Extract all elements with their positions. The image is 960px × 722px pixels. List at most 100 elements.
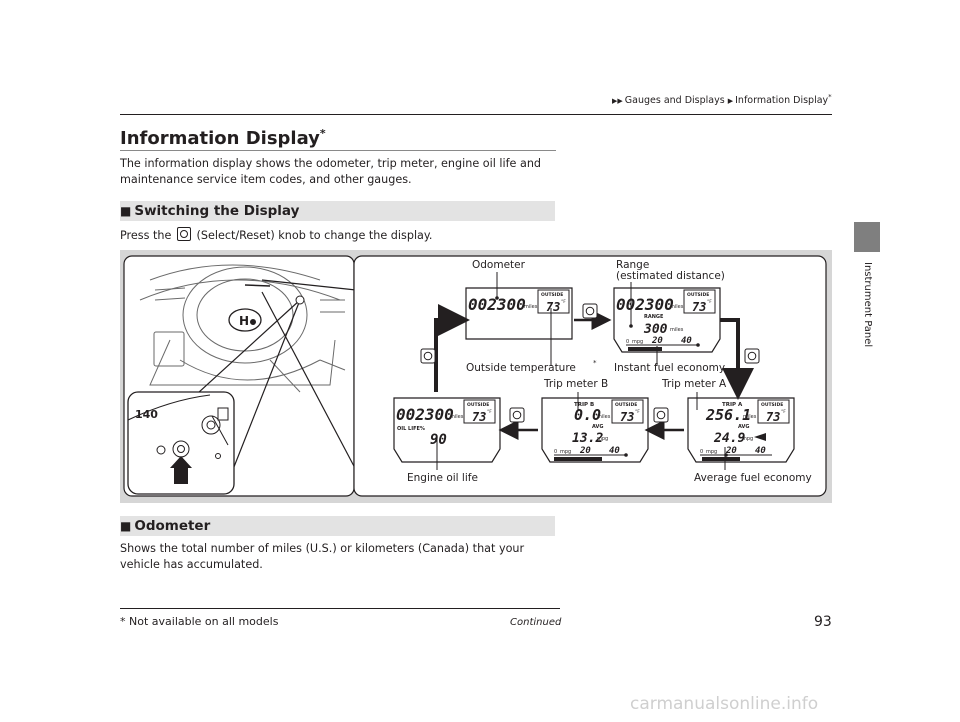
- svg-text:OUTSIDE: OUTSIDE: [687, 292, 709, 298]
- label-outside-temp: Outside temperature: [466, 362, 576, 374]
- svg-text:°F: °F: [781, 409, 786, 415]
- footnote-rule: [120, 608, 560, 609]
- avg-marker-icon: [754, 433, 766, 441]
- zoom-point: [295, 295, 305, 305]
- svg-text:miles: miles: [670, 304, 684, 310]
- svg-text:002300: 002300: [396, 405, 454, 424]
- svg-text:miles: miles: [670, 327, 684, 333]
- section-square-icon: ■: [120, 519, 132, 533]
- svg-text:20: 20: [579, 446, 591, 456]
- label-trip-b: Trip meter B: [543, 378, 608, 390]
- svg-text:miles: miles: [743, 414, 757, 420]
- svg-text:73: 73: [692, 300, 706, 314]
- press-arrow-icon: [170, 456, 192, 484]
- svg-text:002300: 002300: [616, 295, 674, 314]
- press-instruction: Press the (Select/Reset) knob to change …: [120, 227, 433, 242]
- breadcrumb-star: *: [828, 93, 832, 101]
- svg-text:40: 40: [755, 446, 766, 456]
- svg-text:0: 0: [554, 449, 557, 455]
- footnote: * Not available on all models: [120, 615, 279, 628]
- breadcrumb-item-information-display[interactable]: Information Display: [735, 95, 829, 107]
- odometer-value: 002300: [468, 295, 526, 314]
- svg-text:AVG: AVG: [592, 424, 604, 430]
- svg-text:73: 73: [620, 410, 634, 424]
- range-value: 300: [643, 322, 668, 337]
- svg-text:mpg: mpg: [632, 339, 643, 345]
- svg-text:73: 73: [546, 300, 560, 314]
- knob-icon-4: [653, 407, 669, 423]
- chapter-label: Instrument Panel: [862, 262, 873, 348]
- callout-lines: [436, 272, 726, 470]
- watermark: carmanualsonline.info: [630, 694, 819, 714]
- fuel-pump-icon: [217, 407, 229, 421]
- svg-text:73: 73: [766, 410, 780, 424]
- page-number: 93: [814, 614, 832, 630]
- label-range-sub: (estimated distance): [616, 270, 725, 282]
- svg-text:OUTSIDE: OUTSIDE: [467, 402, 489, 408]
- title-star: *: [319, 127, 326, 140]
- svg-text:miles: miles: [597, 414, 611, 420]
- breadcrumb: ▶▶Gauges and Displays ▶Information Displ…: [612, 93, 832, 106]
- knob-icon-1: [420, 348, 436, 364]
- svg-text:H: H: [239, 314, 249, 328]
- svg-text:°F: °F: [707, 299, 712, 305]
- svg-text:TRIP B: TRIP B: [574, 402, 594, 408]
- svg-text:OUTSIDE: OUTSIDE: [541, 292, 563, 298]
- svg-text:RANGE: RANGE: [644, 314, 664, 320]
- label-trip-a: Trip meter A: [661, 378, 727, 390]
- svg-text:TRIP A: TRIP A: [722, 402, 743, 408]
- svg-text:°F: °F: [561, 299, 566, 305]
- section-heading-odometer: ■Odometer: [120, 516, 555, 536]
- svg-text:20: 20: [651, 336, 663, 346]
- oil-life-value: 90: [430, 432, 447, 448]
- knob-icon-5: [509, 407, 525, 423]
- header-rule: [120, 114, 832, 115]
- svg-text:13.2: 13.2: [572, 431, 603, 446]
- svg-text:mpg: mpg: [597, 436, 608, 442]
- svg-text:OUTSIDE: OUTSIDE: [761, 402, 783, 408]
- label-range: Range: [616, 259, 649, 271]
- screen-oil-life: 002300 miles OUTSIDE 73 °F OIL LIFE% 90: [393, 397, 501, 463]
- instant-fuel-bar: [628, 347, 662, 351]
- svg-text:20: 20: [725, 446, 737, 456]
- label-outside-temp-star: *: [593, 359, 597, 367]
- svg-text:mpg: mpg: [706, 449, 717, 455]
- svg-text:°F: °F: [487, 409, 492, 415]
- odometer-paragraph: Shows the total number of miles (U.S.) o…: [120, 542, 525, 571]
- svg-text:°F: °F: [635, 409, 640, 415]
- intro-paragraph: The information display shows the odomet…: [120, 157, 542, 186]
- select-reset-knob: [172, 440, 190, 458]
- svg-text:mpg: mpg: [560, 449, 571, 455]
- knob-icon-2: [582, 303, 598, 319]
- label-odometer: Odometer: [472, 259, 526, 271]
- cycle-arrow-up: [434, 304, 470, 392]
- svg-text:miles: miles: [450, 414, 464, 420]
- breadcrumb-item-gauges[interactable]: Gauges and Displays: [624, 95, 725, 107]
- knob-icon-3: [744, 348, 760, 364]
- svg-text:0: 0: [700, 449, 703, 455]
- svg-text:73: 73: [472, 410, 486, 424]
- select-reset-knob-icon: [176, 227, 191, 241]
- trip-b-value: 0.0: [574, 406, 601, 424]
- avg-fuel-value: 24.9: [713, 431, 745, 446]
- svg-text:40: 40: [609, 446, 620, 456]
- steering-hub: H: [228, 308, 262, 332]
- trip-a-value: 256.1: [705, 406, 751, 424]
- svg-text:OIL LIFE%: OIL LIFE%: [397, 426, 425, 432]
- speed-reading: 140: [135, 408, 158, 421]
- breadcrumb-arrow-icon: ▶: [727, 97, 734, 106]
- label-engine-oil: Engine oil life: [407, 472, 478, 484]
- chapter-tab: [854, 222, 880, 252]
- section-square-icon: ■: [120, 204, 132, 218]
- screen-range: 002300 miles OUTSIDE 73 °F RANGE 300 mil…: [613, 287, 721, 353]
- svg-text:0: 0: [626, 339, 629, 345]
- title-rule: [120, 150, 556, 151]
- continued-label: Continued: [510, 617, 562, 628]
- screen-trip-a: TRIP A 256.1 miles OUTSIDE 73 °F AVG 24.…: [687, 397, 795, 463]
- svg-text:mpg: mpg: [742, 436, 753, 442]
- section-heading-switching: ■Switching the Display: [120, 201, 555, 221]
- screen-trip-b: TRIP B 0.0 miles OUTSIDE 73 °F AVG 13.2 …: [541, 397, 649, 463]
- screen-odometer: 002300 miles OUTSIDE 73 °F: [465, 287, 573, 340]
- svg-text:AVG: AVG: [738, 424, 750, 430]
